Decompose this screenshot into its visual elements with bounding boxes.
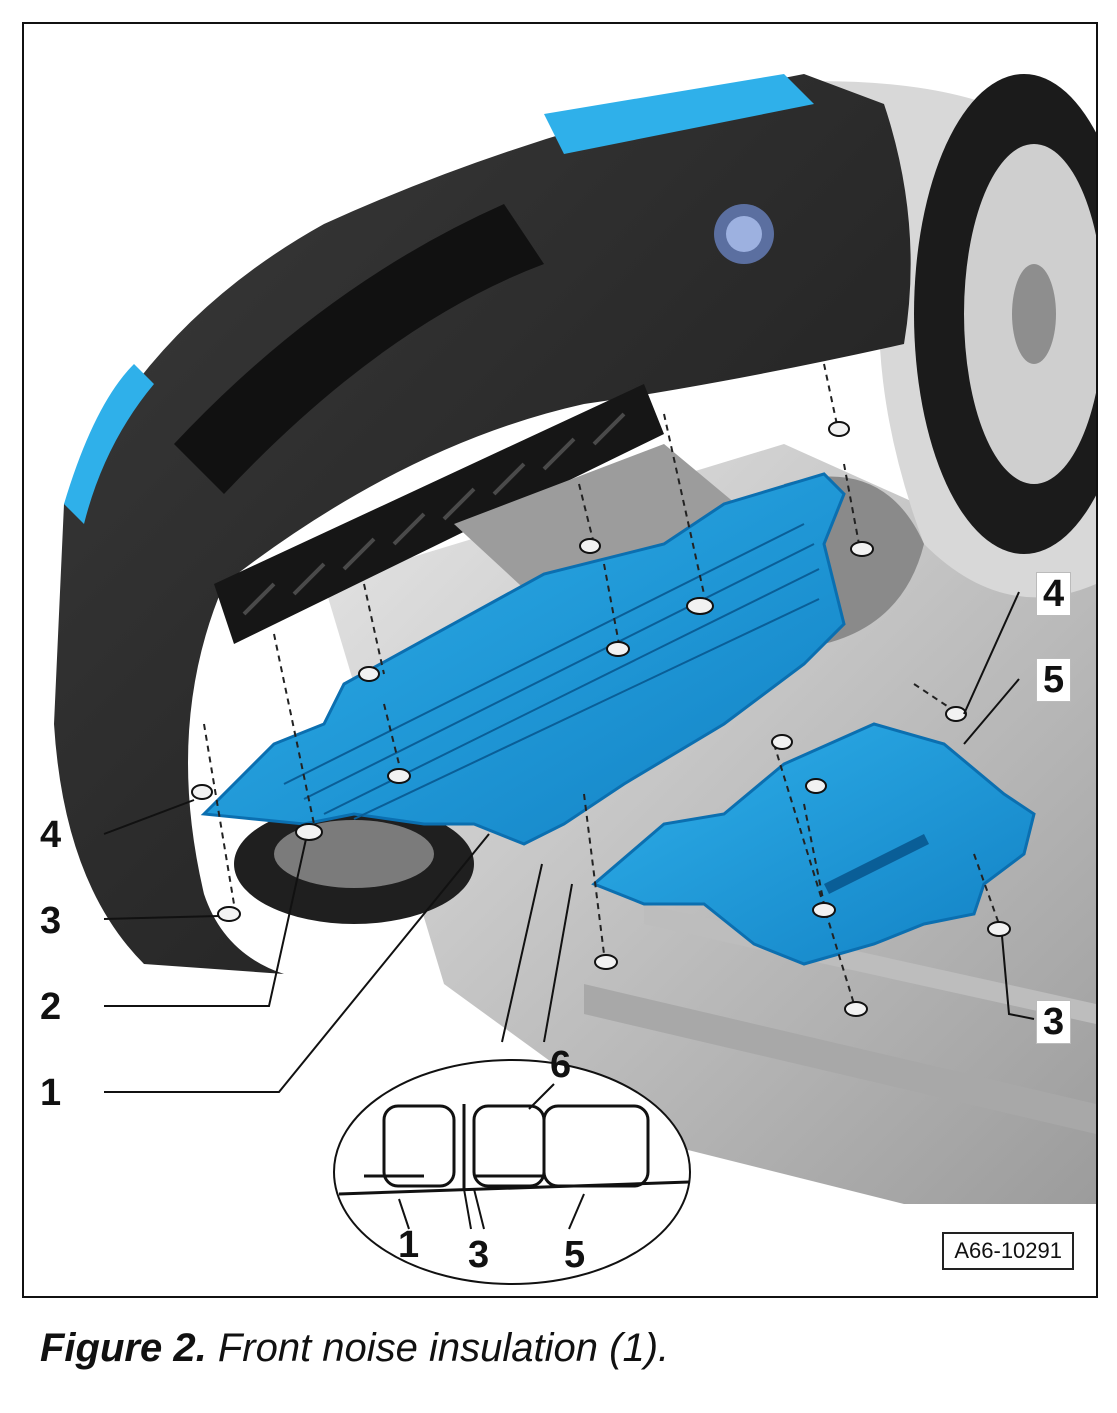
clip-right-4 [945, 706, 967, 722]
screw-rear-c [844, 1001, 868, 1017]
bumper-grille [174, 204, 544, 494]
callout-5-right: 5 [1036, 658, 1072, 702]
screw-panel-b [606, 641, 630, 657]
underbody-illustration [54, 74, 1096, 1285]
detail-callout-5: 5 [564, 1234, 586, 1276]
rear-noise-insulation-panel [591, 722, 1036, 966]
clip-panel-c [828, 421, 850, 437]
front-noise-insulation-panel [200, 472, 846, 846]
callout-1-left: 1 [40, 1072, 62, 1114]
caption-label: Figure 2. [40, 1326, 207, 1370]
detail-callout-3: 3 [468, 1234, 490, 1276]
underbody-rail [584, 984, 1096, 1134]
screws [191, 421, 1011, 1017]
figure-id-tag: A66-10291 [942, 1232, 1074, 1270]
leader-lines [103, 591, 1035, 1093]
bumper-highlight-left [64, 364, 154, 524]
screw-rear-a [594, 954, 618, 970]
detail-drawing [338, 1104, 690, 1196]
rim-center [1012, 264, 1056, 364]
bumper-lower-grille [214, 384, 664, 644]
rear-panel-slot [824, 834, 929, 894]
lower-grille-slats [242, 412, 626, 616]
screw-right-3 [987, 921, 1011, 937]
screw-left-3 [217, 906, 241, 922]
clip-left-4 [191, 784, 213, 800]
caption-text: Front noise insulation (1). [217, 1326, 670, 1370]
clip-panel-a [358, 666, 380, 682]
callout-2-left: 2 [40, 986, 62, 1028]
clip-rear-a [771, 734, 793, 750]
figure-frame: 4 3 2 1 4 5 3 6 1 3 5 A66-10291 [22, 22, 1098, 1298]
screw-panel-d [850, 541, 874, 557]
detail-leaders [398, 1083, 585, 1230]
screw-panel-a [387, 768, 411, 784]
detail-callout-1: 1 [398, 1224, 420, 1266]
clip-rear-b [805, 778, 827, 794]
callout-4-right: 4 [1036, 572, 1072, 616]
figure-caption: Figure 2. Front noise insulation (1). [40, 1326, 669, 1371]
bumper [54, 74, 911, 974]
detail-circle [333, 1059, 691, 1285]
callout-4-left: 4 [40, 814, 62, 856]
callout-3-right: 3 [1036, 1000, 1072, 1044]
callout-3-left: 3 [40, 900, 62, 942]
fog-lamp-lens [726, 216, 762, 252]
screw-panel-c [686, 597, 714, 615]
clip-panel-b [579, 538, 601, 554]
bumper-highlight-top [544, 74, 814, 154]
screw-rear-b [812, 902, 836, 918]
screw-left-2 [295, 823, 323, 841]
detail-callout-6: 6 [550, 1044, 572, 1086]
